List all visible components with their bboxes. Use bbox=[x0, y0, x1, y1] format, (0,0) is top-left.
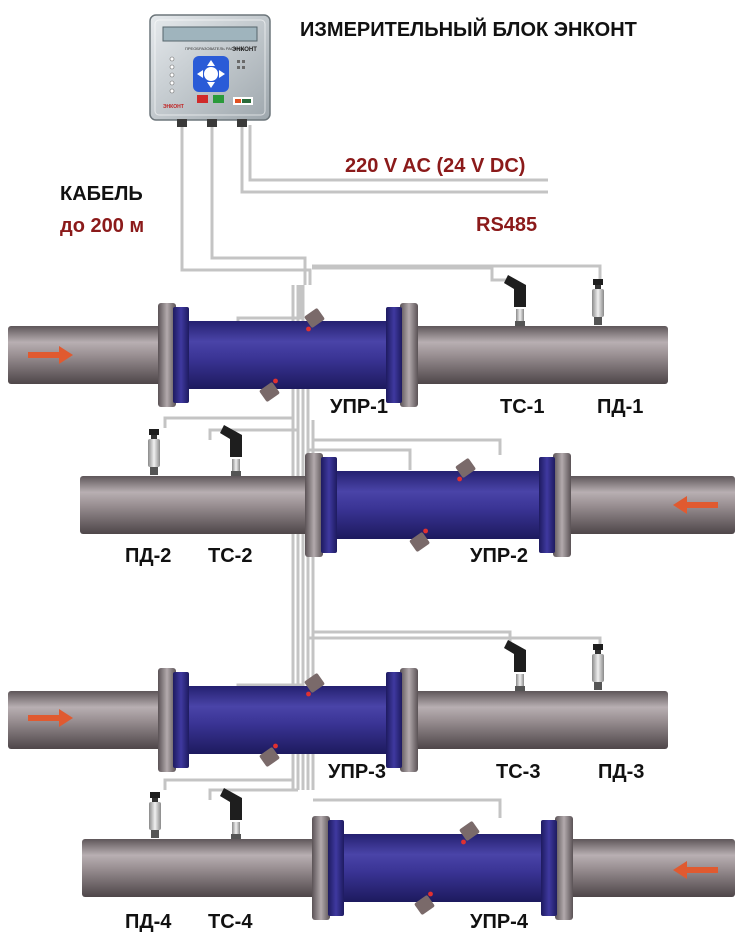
transducer-top bbox=[304, 308, 325, 332]
pipe-run-2: УПР-2 ТС-2 ПД-2 bbox=[80, 425, 735, 567]
pressure-sensor-label: ПД-1 bbox=[597, 396, 643, 418]
keypad bbox=[193, 56, 229, 92]
pipe-flange bbox=[400, 668, 418, 772]
flowmeter-body bbox=[330, 834, 555, 902]
flowmeter-flange bbox=[539, 457, 555, 553]
pipe-flange bbox=[400, 303, 418, 407]
cable-pd1 bbox=[312, 264, 602, 280]
arrow-right-icon bbox=[219, 70, 225, 78]
flowmeter-flange bbox=[328, 820, 344, 916]
cable-upr4 bbox=[313, 798, 502, 818]
pipe-flange bbox=[158, 668, 176, 772]
flowmeter-label: УПР-1 bbox=[330, 396, 388, 418]
flowmeter-label: УПР-2 bbox=[470, 545, 528, 567]
device-display bbox=[162, 26, 258, 42]
flow-arrow-icon bbox=[28, 346, 73, 364]
temperature-sensor-icon bbox=[220, 425, 242, 476]
flowmeter-body bbox=[175, 686, 400, 754]
cable-pd3 bbox=[308, 636, 602, 650]
cable-pd4 bbox=[163, 778, 293, 790]
flowmeter-flange bbox=[541, 820, 557, 916]
transducer-top bbox=[459, 821, 480, 845]
keypad-center-button bbox=[202, 65, 220, 83]
small-keys bbox=[237, 60, 245, 69]
rs485-label: RS485 bbox=[476, 214, 537, 236]
temperature-sensor-icon bbox=[504, 640, 526, 691]
signal-cable-a bbox=[180, 125, 312, 285]
red-key bbox=[197, 95, 208, 103]
flowmeter-flange bbox=[173, 672, 189, 768]
temperature-sensor-icon bbox=[220, 788, 242, 839]
flowmeter-flange bbox=[386, 672, 402, 768]
transducer-top bbox=[304, 673, 325, 697]
cable-label: КАБЕЛЬ bbox=[60, 183, 143, 205]
indicator-leds bbox=[169, 56, 175, 94]
manufacturer-logo bbox=[233, 97, 253, 105]
pipe-flange bbox=[158, 303, 176, 407]
cable-ts4 bbox=[208, 788, 298, 800]
transducer-bottom bbox=[409, 528, 430, 552]
cable-upr2b bbox=[308, 448, 412, 470]
flowmeter-flange bbox=[386, 307, 402, 403]
flowmeter-flange bbox=[173, 307, 189, 403]
pipe-flange bbox=[555, 816, 573, 920]
cable-ts2 bbox=[208, 428, 298, 440]
transducer-top bbox=[455, 458, 476, 482]
temperature-sensor-icon bbox=[504, 275, 526, 326]
green-key bbox=[213, 95, 224, 103]
flow-arrow-icon bbox=[673, 861, 718, 879]
arrow-left-icon bbox=[197, 70, 203, 78]
temp-sensor-label: ТС-2 bbox=[208, 545, 252, 567]
pressure-sensor-icon bbox=[592, 279, 604, 325]
transducer-bottom bbox=[259, 378, 280, 402]
pipe-flange bbox=[305, 453, 323, 557]
pipe-run-4: УПР-4 ТС-4 ПД-4 bbox=[82, 788, 735, 933]
flowmeter-label: УПР-4 bbox=[470, 911, 529, 933]
pipe-run-3: УПР-3 ТС-3 ПД-3 bbox=[8, 640, 668, 783]
cable-upr2 bbox=[313, 438, 502, 455]
cable-ts1 bbox=[312, 266, 512, 282]
power-label: 220 V AC (24 V DC) bbox=[345, 155, 525, 177]
pipe-flange bbox=[312, 816, 330, 920]
temp-sensor-label: ТС-4 bbox=[208, 911, 253, 933]
pipe-flange bbox=[553, 453, 571, 557]
flowmeter-body bbox=[323, 471, 553, 539]
pressure-sensor-icon bbox=[592, 644, 604, 690]
flow-arrow-icon bbox=[28, 709, 73, 727]
temp-sensor-label: ТС-3 bbox=[496, 761, 540, 783]
cable-length-label: до 200 м bbox=[60, 215, 144, 237]
device-logo: ЭНКОНТ bbox=[163, 104, 184, 110]
temp-sensor-label: ТС-1 bbox=[500, 396, 544, 418]
cable-pd2 bbox=[163, 416, 293, 428]
flowmeter-label: УПР-3 bbox=[328, 761, 386, 783]
transducer-bottom bbox=[259, 743, 280, 767]
cable-glands bbox=[177, 119, 247, 127]
measuring-unit: ПРЕОБРАЗОВАТЕЛЬ РАСХОДА ЭНКОНТ ЭНКОНТ bbox=[149, 14, 271, 127]
pipe-run-1: УПР-1 ТС-1 ПД-1 bbox=[8, 275, 668, 418]
pressure-sensor-icon bbox=[148, 429, 160, 475]
device-small-text: ПРЕОБРАЗОВАТЕЛЬ РАСХОДА bbox=[185, 46, 245, 51]
pressure-sensor-label: ПД-3 bbox=[598, 761, 644, 783]
cable-upr1 bbox=[236, 285, 302, 325]
pressure-sensor-label: ПД-2 bbox=[125, 545, 171, 567]
arrow-down-icon bbox=[207, 82, 215, 88]
transducer-bottom bbox=[414, 891, 435, 915]
diagram-title: ИЗМЕРИТЕЛЬНЫЙ БЛОК ЭНКОНТ bbox=[300, 17, 637, 41]
flowmeter-body bbox=[175, 321, 400, 389]
signal-cable-b bbox=[210, 125, 307, 285]
pressure-sensor-label: ПД-4 bbox=[125, 911, 172, 933]
flowmeter-flange bbox=[321, 457, 337, 553]
arrow-up-icon bbox=[207, 60, 215, 66]
flow-arrow-icon bbox=[673, 496, 718, 514]
power-cable bbox=[240, 125, 548, 194]
pressure-sensor-icon bbox=[149, 792, 161, 838]
cable-ts3 bbox=[313, 630, 512, 645]
device-name: ЭНКОНТ bbox=[232, 47, 257, 53]
rs485-cable bbox=[248, 125, 548, 182]
